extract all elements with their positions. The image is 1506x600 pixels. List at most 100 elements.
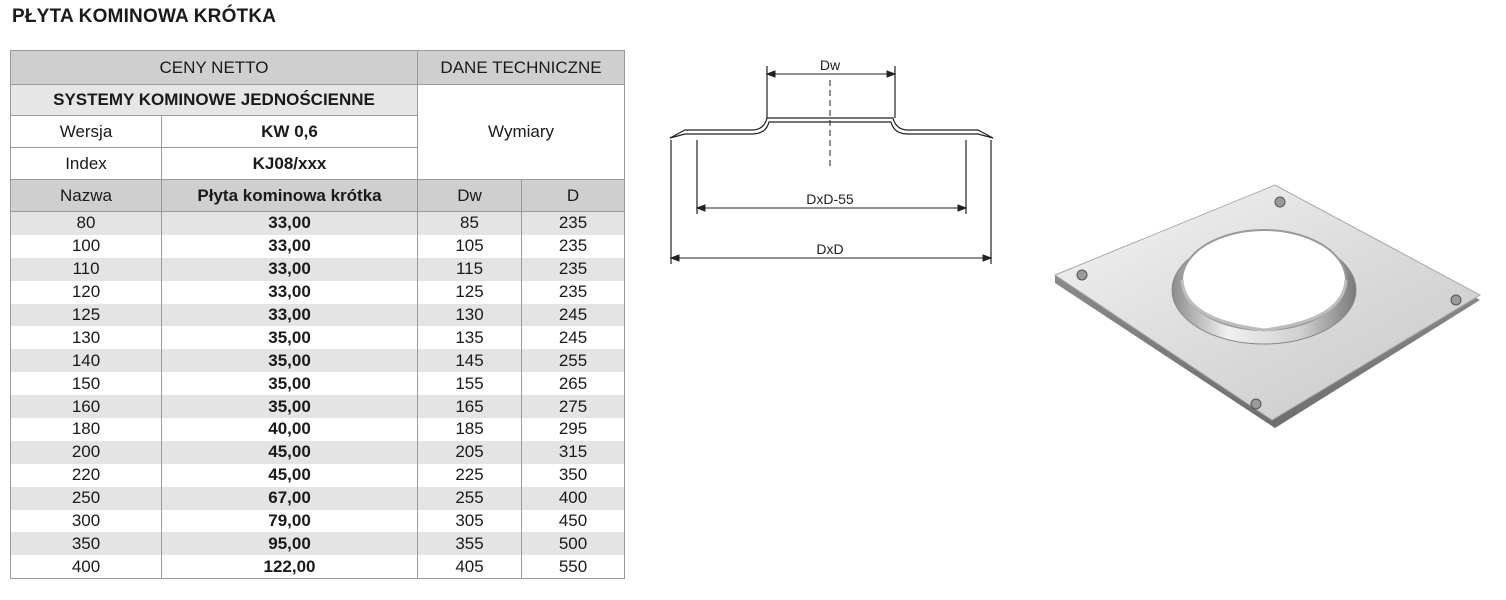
cell-d: 500 <box>521 532 626 556</box>
technical-diagram: Dw DxD-55 DxD <box>669 57 994 264</box>
dimension-label-dxd55: DxD-55 <box>806 191 854 207</box>
cell-price: 45,00 <box>160 463 419 487</box>
cell-nazwa: 200 <box>10 440 162 464</box>
plate-profile <box>669 117 994 139</box>
cell-dw: 305 <box>417 509 523 533</box>
cell-nazwa: 150 <box>10 372 162 396</box>
cell-d: 235 <box>521 234 626 258</box>
wersja-label: Wersja <box>10 115 162 148</box>
cell-dw: 155 <box>417 372 523 396</box>
cell-d: 295 <box>521 418 626 441</box>
cell-dw: 355 <box>417 532 523 556</box>
index-value: KJ08/xxx <box>160 147 419 180</box>
cell-nazwa: 125 <box>10 303 162 327</box>
wersja-value: KW 0,6 <box>160 115 419 148</box>
cell-d: 400 <box>521 486 626 510</box>
cell-d: 235 <box>521 280 626 304</box>
cell-nazwa: 160 <box>10 395 162 419</box>
cell-d: 235 <box>521 211 626 235</box>
cell-nazwa: 400 <box>10 555 162 580</box>
cell-dw: 105 <box>417 234 523 258</box>
cell-nazwa: 140 <box>10 349 162 373</box>
cell-price: 33,00 <box>160 234 419 258</box>
cell-price: 40,00 <box>160 418 419 441</box>
cell-price: 45,00 <box>160 440 419 464</box>
cell-dw: 115 <box>417 257 523 281</box>
cell-nazwa: 180 <box>10 418 162 441</box>
cell-nazwa: 120 <box>10 280 162 304</box>
header-dane-techniczne: DANE TECHNICZNE <box>417 50 626 85</box>
wymiary-label: Wymiary <box>417 84 626 180</box>
header-ceny-netto: CENY NETTO <box>9 50 419 85</box>
cell-d: 235 <box>521 257 626 281</box>
cell-dw: 125 <box>417 280 523 304</box>
cell-price: 67,00 <box>160 486 419 510</box>
cell-price: 35,00 <box>160 395 419 419</box>
screw-hole-icon <box>1274 196 1286 208</box>
column-header-dw: Dw <box>417 179 523 212</box>
cell-dw: 225 <box>417 463 523 487</box>
cell-nazwa: 300 <box>10 509 162 533</box>
price-table: CENY NETTO DANE TECHNICZNE SYSTEMY KOMIN… <box>9 50 626 580</box>
cell-price: 33,00 <box>160 257 419 281</box>
cell-d: 275 <box>521 395 626 419</box>
cell-dw: 185 <box>417 418 523 441</box>
system-name: SYSTEMY KOMINOWE JEDNOŚCIENNE <box>9 84 419 116</box>
screw-hole-icon <box>1076 269 1088 281</box>
screw-hole-icon <box>1450 294 1462 306</box>
cell-price: 33,00 <box>160 303 419 327</box>
column-header-d: D <box>521 179 626 212</box>
cell-d: 245 <box>521 326 626 350</box>
cell-dw: 255 <box>417 486 523 510</box>
cell-price: 122,00 <box>160 555 419 580</box>
column-header-product: Płyta kominowa krótka <box>160 179 419 212</box>
cell-nazwa: 100 <box>10 234 162 258</box>
cell-nazwa: 250 <box>10 486 162 510</box>
cell-nazwa: 80 <box>10 211 162 235</box>
cell-dw: 135 <box>417 326 523 350</box>
screw-hole-icon <box>1250 398 1262 410</box>
column-header-nazwa: Nazwa <box>10 179 162 212</box>
cell-d: 265 <box>521 372 626 396</box>
cell-price: 79,00 <box>160 509 419 533</box>
cell-price: 95,00 <box>160 532 419 556</box>
cell-nazwa: 110 <box>10 257 162 281</box>
page-title: PŁYTA KOMINOWA KRÓTKA <box>12 6 277 27</box>
cell-nazwa: 130 <box>10 326 162 350</box>
product-photo <box>1053 184 1482 428</box>
cell-d: 315 <box>521 440 626 464</box>
cell-dw: 145 <box>417 349 523 373</box>
cell-dw: 205 <box>417 440 523 464</box>
cell-d: 350 <box>521 463 626 487</box>
cell-d: 550 <box>521 555 626 580</box>
cell-price: 35,00 <box>160 349 419 373</box>
cell-nazwa: 350 <box>10 532 162 556</box>
cell-dw: 165 <box>417 395 523 419</box>
cell-price: 33,00 <box>160 280 419 304</box>
cell-d: 255 <box>521 349 626 373</box>
cell-nazwa: 220 <box>10 463 162 487</box>
cell-dw: 85 <box>417 211 523 235</box>
cell-price: 35,00 <box>160 326 419 350</box>
cell-d: 450 <box>521 509 626 533</box>
dimension-label-dw: Dw <box>820 57 841 73</box>
cell-price: 33,00 <box>160 211 419 235</box>
dimension-label-dxd: DxD <box>816 241 843 257</box>
cell-dw: 405 <box>417 555 523 580</box>
